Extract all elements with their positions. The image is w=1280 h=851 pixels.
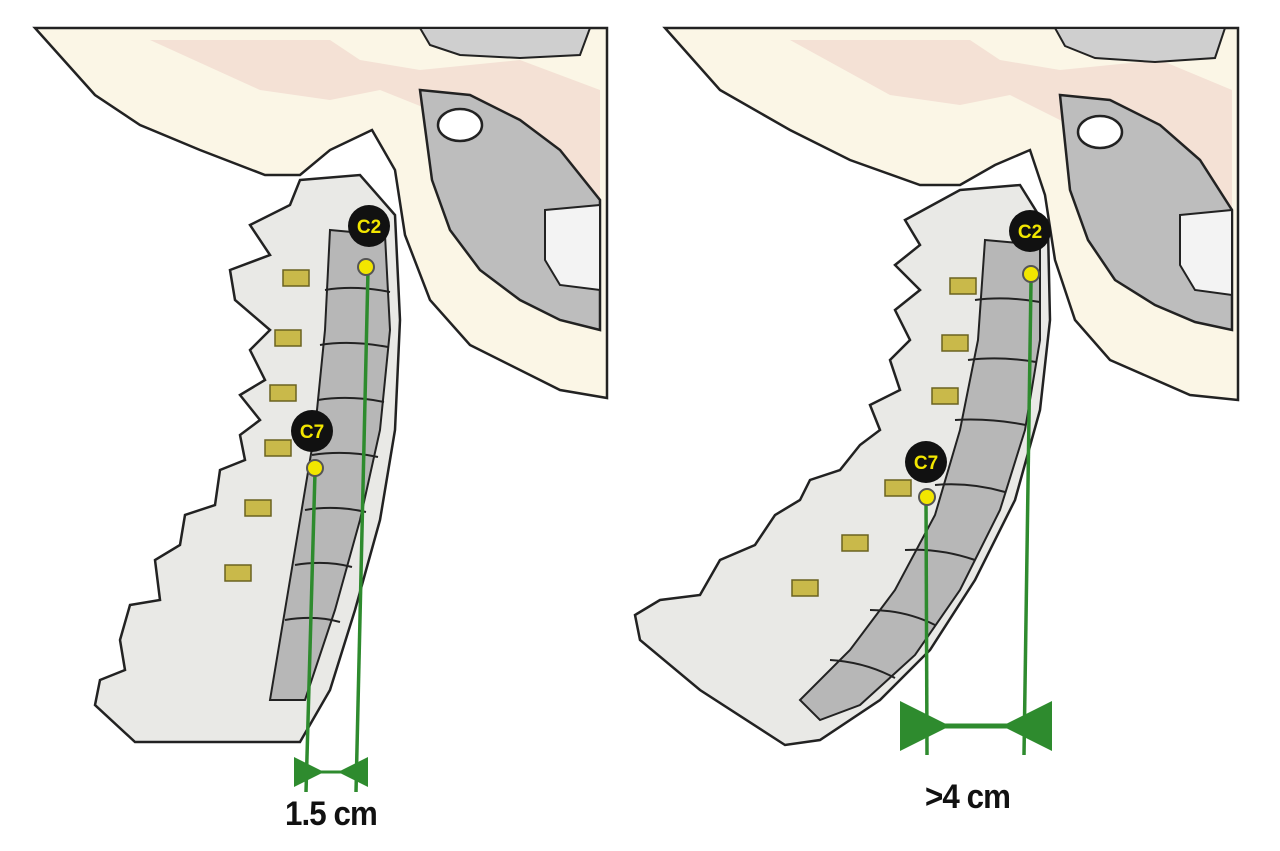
- c7-plumb-line: [924, 499, 929, 756]
- disc-lines: [284, 286, 391, 623]
- c7-reference-point: [306, 459, 324, 477]
- c2-badge: [348, 205, 390, 247]
- c7-badge: [291, 410, 333, 452]
- c7-reference-point: [918, 488, 936, 506]
- c2-reference-point: [357, 258, 375, 276]
- vertebral-bodies-shadow: [798, 238, 1041, 722]
- c2-plumb-line: [354, 269, 370, 793]
- skin-tint: [150, 40, 600, 220]
- c2-badge-label: C2: [1018, 222, 1042, 243]
- c2-badge: [1009, 210, 1051, 252]
- c7-badge: [905, 441, 947, 483]
- maxilla: [1053, 27, 1227, 64]
- c2-badge-label: C2: [357, 217, 381, 238]
- disc-lines: [829, 297, 1041, 679]
- forward-head-panel: C2 C7: [633, 26, 1240, 756]
- teeth: [1179, 208, 1233, 297]
- neutral-posture-panel: C2 C7: [32, 26, 609, 793]
- forward-head-offset-label: >4 cm: [925, 778, 1011, 816]
- ear-opening: [436, 107, 484, 143]
- c7-plumb-line: [304, 471, 317, 793]
- facet-markers: [791, 277, 977, 597]
- c7-badge-label: C7: [914, 453, 938, 474]
- neutral-offset-label: 1.5 cm: [285, 795, 378, 833]
- ear-opening: [1076, 114, 1124, 150]
- maxilla: [418, 27, 592, 60]
- c2-reference-point: [1022, 265, 1040, 283]
- c2-plumb-line: [1022, 281, 1033, 756]
- c7-badge-label: C7: [300, 422, 324, 443]
- teeth: [544, 203, 601, 292]
- facet-markers: [224, 269, 310, 582]
- skin-tint: [790, 40, 1232, 230]
